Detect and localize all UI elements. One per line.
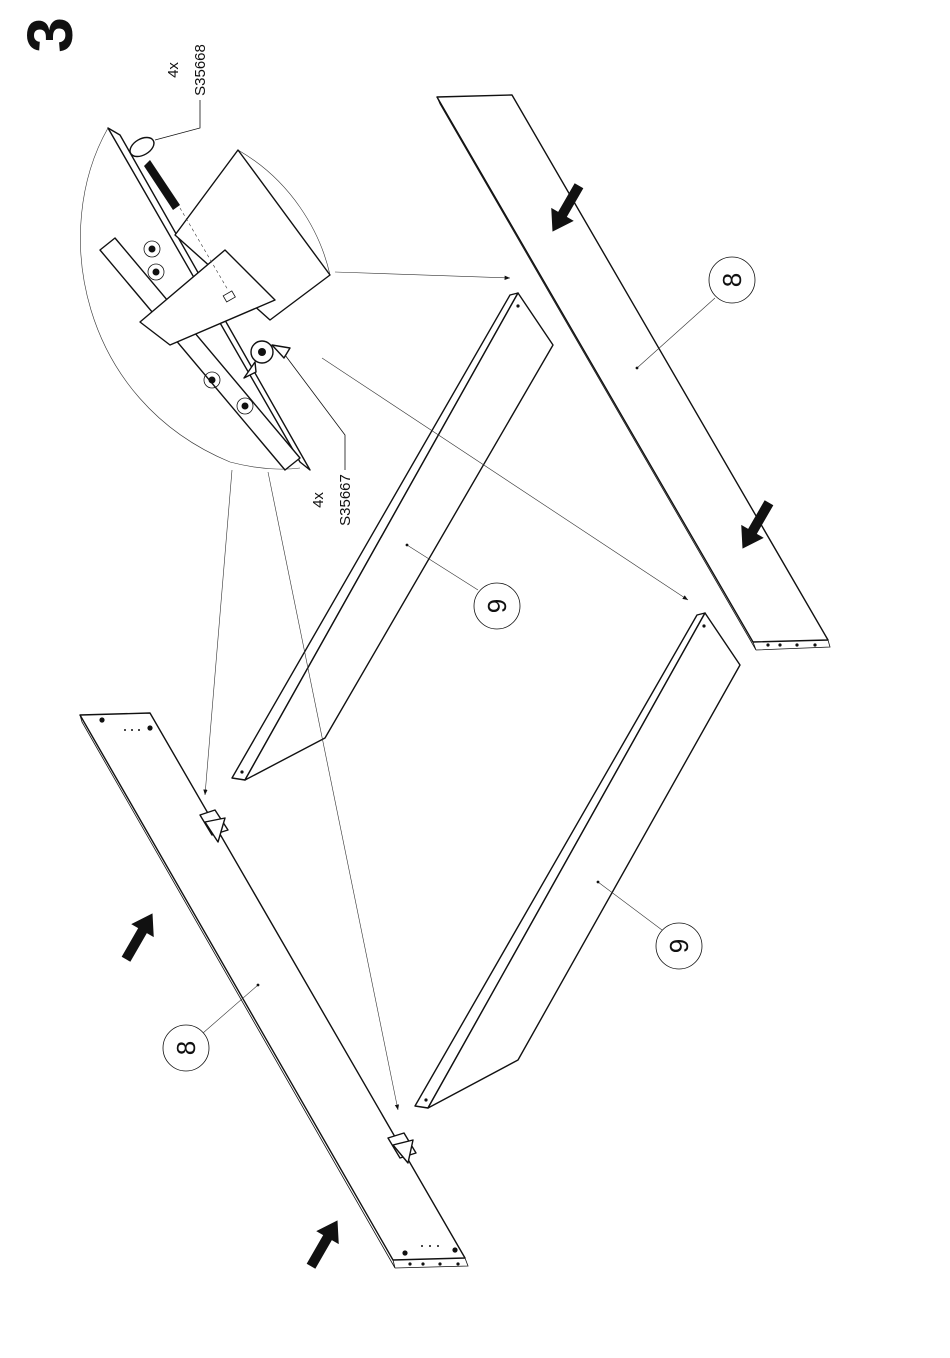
svg-text:8: 8 (717, 273, 747, 287)
svg-text:8: 8 (171, 1041, 201, 1055)
svg-text:9: 9 (664, 939, 694, 953)
bolt-qty: 4x (165, 62, 182, 78)
board-9-top (232, 293, 553, 780)
svg-text:9: 9 (482, 599, 512, 613)
push-arrow-icon (115, 907, 164, 966)
wing-nut-part-label: 4x S35667 (285, 355, 354, 526)
wing-nut-icon (244, 341, 290, 378)
callout-board-8-left: 8 (163, 984, 259, 1071)
step-number: 3 (14, 17, 86, 53)
push-arrow-icon (300, 1214, 349, 1273)
svg-text:3: 3 (14, 17, 86, 53)
wing-nut-qty: 4x (310, 492, 327, 508)
detail-zoom-bubble (80, 128, 330, 470)
bolt-part-label: 4x S35668 (155, 44, 209, 140)
board-9-bottom (415, 613, 740, 1108)
wing-nut-code: S35667 (337, 474, 354, 526)
bolt-code: S35668 (192, 44, 209, 96)
callout-board-9-bottom: 9 (597, 881, 702, 969)
board-8-left (80, 713, 468, 1268)
